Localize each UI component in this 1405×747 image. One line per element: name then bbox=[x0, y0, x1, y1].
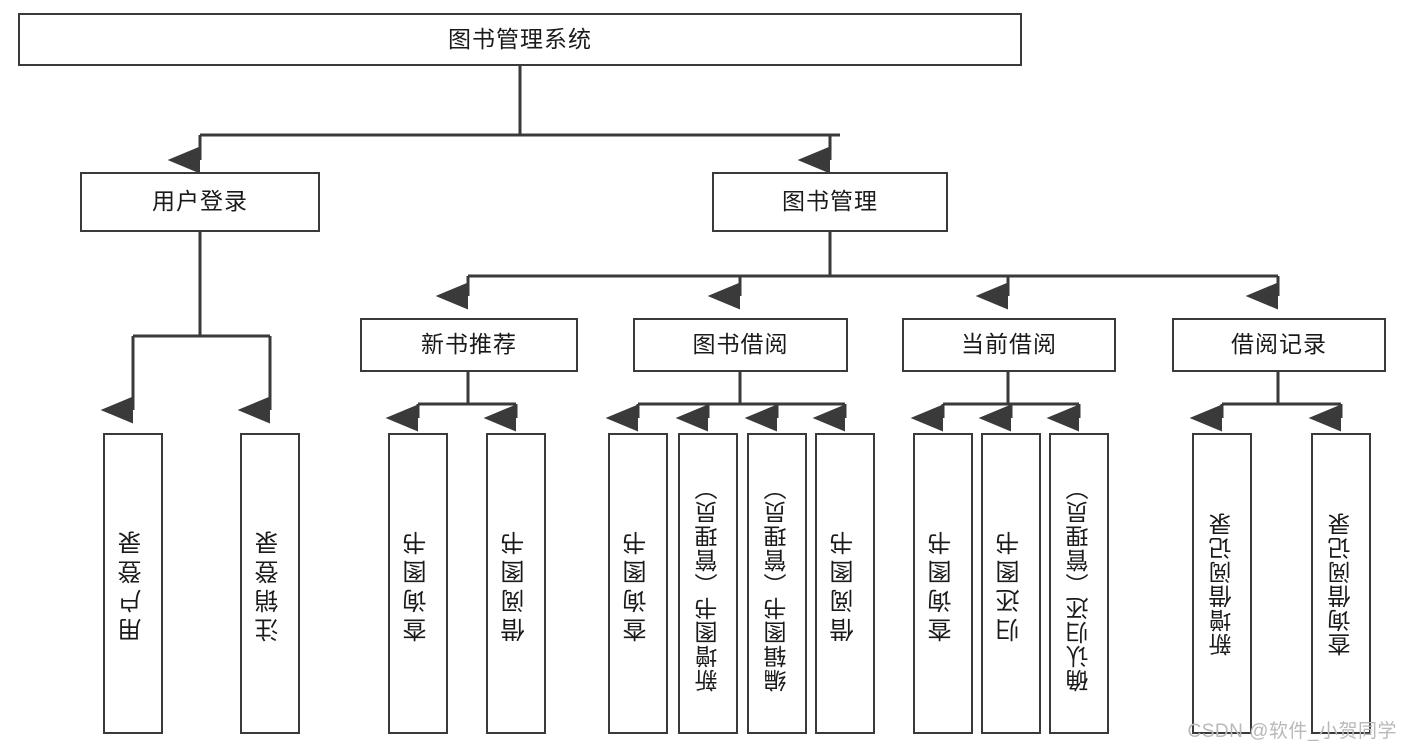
node-leaf-add-borrow-record[interactable]: 新增借阅记录 bbox=[1192, 433, 1252, 734]
node-new-book-recommend[interactable]: 新书推荐 bbox=[360, 318, 578, 372]
node-label: 借阅图书 bbox=[502, 525, 529, 642]
node-leaf-edit-book-admin[interactable]: 编辑图书（管理员） bbox=[747, 433, 807, 734]
node-label: 查询借阅记录 bbox=[1327, 511, 1354, 656]
node-label: 新增借阅记录 bbox=[1208, 511, 1235, 656]
node-label: 查询图书 bbox=[929, 525, 956, 642]
node-root-library-system[interactable]: 图书管理系统 bbox=[18, 13, 1022, 66]
csdn-watermark: CSDN @软件_小贺同学 bbox=[1187, 721, 1397, 742]
node-label: 用户登录 bbox=[152, 188, 248, 215]
node-leaf-query-book-current[interactable]: 查询图书 bbox=[913, 433, 973, 734]
node-leaf-logout[interactable]: 注销登录 bbox=[240, 433, 300, 734]
node-leaf-confirm-return-admin[interactable]: 确认归还（管理员） bbox=[1049, 433, 1109, 734]
node-label: 编辑图书（管理员） bbox=[763, 475, 790, 692]
node-book-borrow[interactable]: 图书借阅 bbox=[633, 318, 848, 372]
node-label: 借阅记录 bbox=[1231, 331, 1327, 358]
node-book-management[interactable]: 图书管理 bbox=[712, 172, 948, 232]
node-label: 图书管理系统 bbox=[448, 25, 592, 52]
node-label: 当前借阅 bbox=[961, 331, 1057, 358]
node-label: 查询图书 bbox=[404, 525, 431, 642]
node-leaf-add-book-admin[interactable]: 新增图书（管理员） bbox=[678, 433, 738, 734]
node-leaf-borrow-book-recommend[interactable]: 借阅图书 bbox=[486, 433, 546, 734]
node-label: 图书借阅 bbox=[692, 331, 789, 358]
node-label: 归还图书 bbox=[997, 525, 1024, 642]
node-current-borrow[interactable]: 当前借阅 bbox=[902, 318, 1116, 372]
node-label: 借阅图书 bbox=[831, 525, 858, 642]
node-label: 用户登录 bbox=[119, 525, 146, 642]
node-label: 注销登录 bbox=[256, 525, 283, 642]
node-label: 查询图书 bbox=[624, 525, 651, 642]
node-label: 新书推荐 bbox=[421, 331, 517, 358]
node-user-login[interactable]: 用户登录 bbox=[80, 172, 320, 232]
node-label: 新增图书（管理员） bbox=[694, 475, 721, 692]
node-leaf-query-book-borrow[interactable]: 查询图书 bbox=[608, 433, 668, 734]
node-leaf-return-book[interactable]: 归还图书 bbox=[981, 433, 1041, 734]
node-leaf-borrow-book[interactable]: 借阅图书 bbox=[815, 433, 875, 734]
node-leaf-user-login[interactable]: 用户登录 bbox=[103, 433, 163, 734]
node-label: 图书管理 bbox=[782, 188, 878, 215]
node-borrow-record[interactable]: 借阅记录 bbox=[1172, 318, 1386, 372]
node-label: 确认归还（管理员） bbox=[1065, 475, 1092, 692]
node-leaf-query-book-recommend[interactable]: 查询图书 bbox=[388, 433, 448, 734]
node-leaf-query-borrow-record[interactable]: 查询借阅记录 bbox=[1311, 433, 1371, 734]
